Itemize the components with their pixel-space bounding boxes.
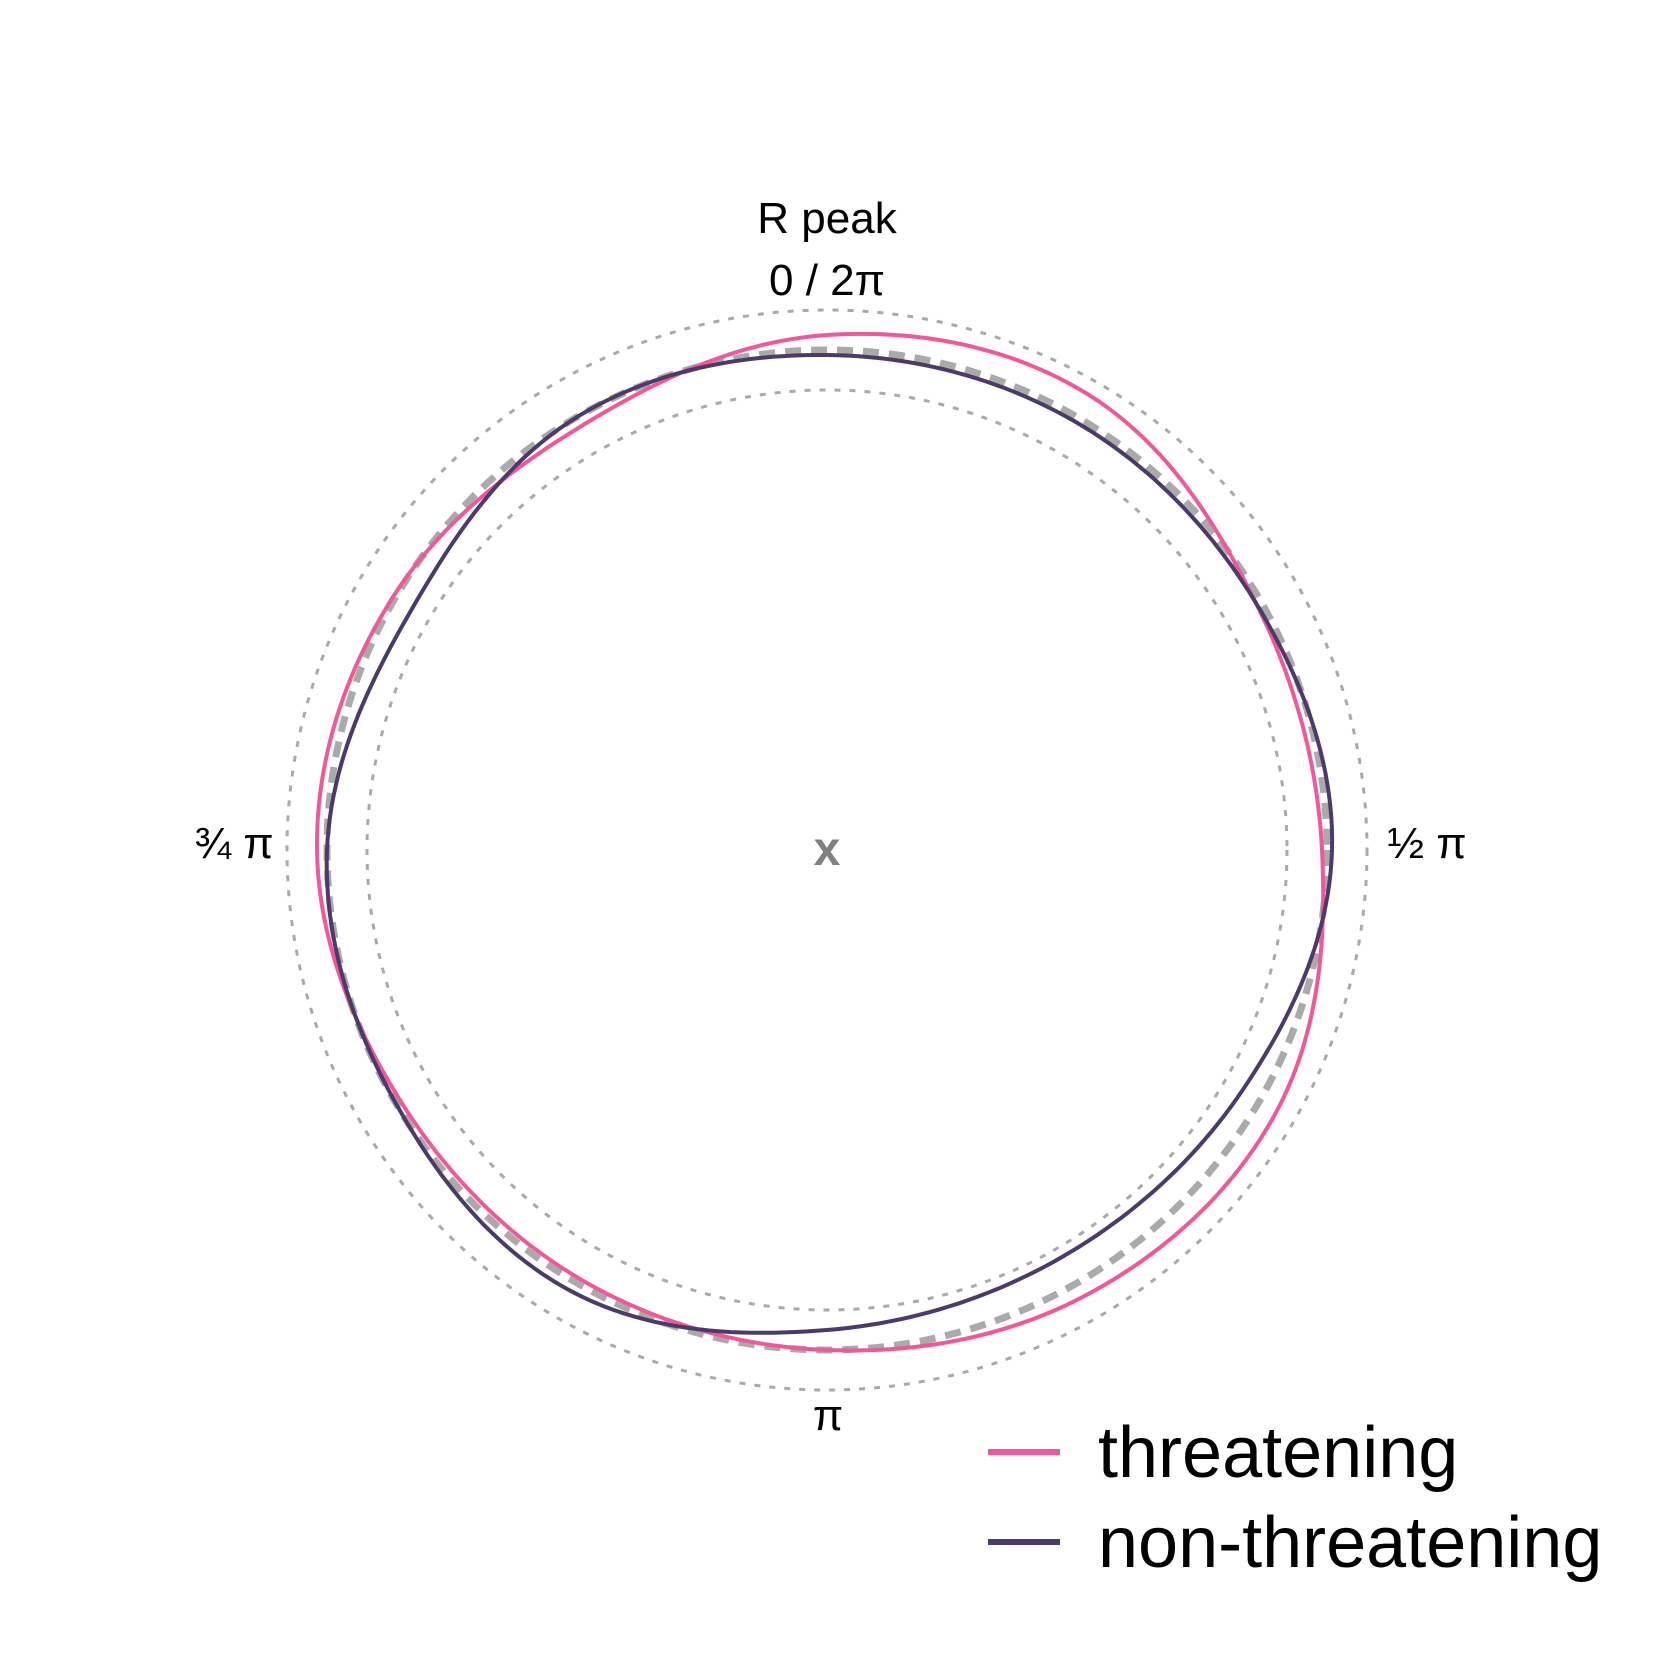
series-line-non-threatening [324,353,1335,1335]
axis-label-top-line1: R peak [757,194,897,243]
legend-label-non-threatening: non-threatening [1098,1503,1602,1583]
axis-label-left: ¾ π [194,819,273,868]
axis-label-right: ½ π [1387,819,1466,868]
reference-circle-0 [365,388,1289,1312]
axis-label-top-line2: 0 / 2π [769,256,885,305]
reference-circle-2 [285,308,1369,1392]
legend: threatening non-threatening [988,1413,1602,1583]
axis-label-bottom: π [813,1391,843,1440]
series-lines [315,331,1335,1353]
center-marker: x [814,823,841,876]
legend-label-threatening: threatening [1098,1413,1458,1493]
